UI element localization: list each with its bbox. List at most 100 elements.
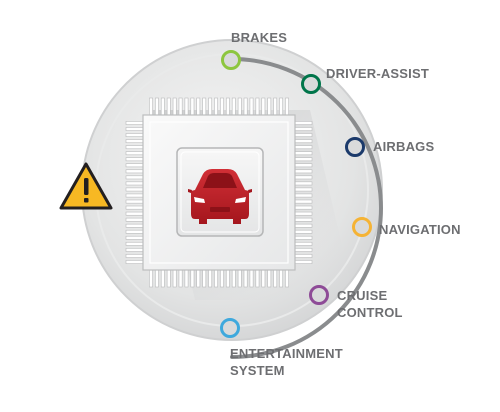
chip-pin: [202, 97, 207, 116]
chip-pin: [225, 97, 230, 116]
chip-pin: [294, 248, 313, 252]
chip-pin: [125, 223, 144, 228]
system-ring-arc: [230, 57, 383, 359]
chip-pin: [231, 269, 236, 288]
chip-pin: [294, 205, 313, 210]
chip-pin: [294, 217, 313, 222]
chip-pin: [294, 133, 313, 137]
chip-pin: [125, 175, 144, 180]
chip-pin: [125, 254, 144, 258]
chip-pin: [125, 163, 144, 168]
chip-pin: [294, 121, 313, 125]
chip-pin: [294, 139, 313, 144]
chip-pin: [125, 193, 144, 198]
chip-pin: [220, 97, 224, 116]
chip-pin: [294, 175, 313, 180]
chip-pin: [294, 169, 313, 174]
car-icon: [188, 169, 252, 224]
chip-pin: [208, 269, 213, 288]
chip-pin: [255, 269, 260, 288]
chip-pin: [267, 269, 272, 288]
chip-pin: [178, 97, 183, 116]
chip-pin: [184, 97, 189, 116]
brakes-label: BRAKES: [231, 30, 288, 45]
chip-pin: [160, 269, 165, 288]
chip-pin: [208, 97, 213, 116]
chip-pin: [261, 97, 266, 116]
chip-pin: [267, 97, 272, 116]
chip-pin: [294, 260, 313, 264]
chip-pin: [125, 133, 144, 137]
navigation-label: NAVIGATION: [379, 222, 461, 237]
driver-assist-label: DRIVER-ASSIST: [326, 66, 430, 81]
chip-pin: [249, 269, 254, 288]
brakes-node: [221, 50, 241, 70]
chip-pin: [125, 260, 144, 264]
chip-pin: [125, 181, 144, 186]
chip-pin: [214, 269, 218, 288]
cruise-control-label: CRUISE CONTROL: [337, 288, 403, 320]
warning-triangle-icon: [59, 162, 113, 210]
chip-pin: [273, 269, 278, 288]
chip-pin: [125, 169, 144, 174]
chip-pin: [294, 254, 313, 258]
chip-pin: [166, 97, 171, 116]
chip-pin: [125, 248, 144, 252]
driver-assist-node: [301, 74, 321, 94]
chip-pin: [279, 269, 283, 288]
chip-pin: [294, 157, 313, 162]
chip-pin: [125, 229, 144, 234]
chip-pin: [125, 145, 144, 150]
chip-pin: [220, 269, 224, 288]
chip-pin: [237, 269, 242, 288]
navigation-node: [352, 217, 372, 237]
chip-pin: [172, 269, 177, 288]
chip-pin: [149, 97, 153, 116]
chip-pin: [294, 163, 313, 168]
chip-pin: [273, 97, 278, 116]
chip-pin: [285, 269, 289, 288]
airbags-label: AIRBAGS: [373, 139, 435, 154]
chip-pin: [125, 127, 144, 131]
chip-pin: [160, 97, 165, 116]
cruise-control-node: [309, 285, 329, 305]
chip-pin: [249, 97, 254, 116]
airbags-node: [345, 137, 365, 157]
chip-pin: [294, 223, 313, 228]
chip-pin: [125, 205, 144, 210]
chip-pin: [294, 241, 313, 246]
chip-pin: [231, 97, 236, 116]
chip-pin: [294, 145, 313, 150]
entertainment-system-node: [220, 318, 240, 338]
chip-pin: [243, 97, 248, 116]
chip-pin: [196, 269, 201, 288]
chip-pin: [190, 269, 195, 288]
chip-pin: [155, 269, 159, 288]
chip-pin: [255, 97, 260, 116]
chip-pin: [155, 97, 159, 116]
entertainment-system-label: ENTERTAINMENT SYSTEM: [230, 346, 343, 378]
chip-pin: [149, 269, 153, 288]
chip-pin: [294, 181, 313, 186]
chip-pin: [125, 139, 144, 144]
chip-pin: [214, 97, 218, 116]
chip-pin: [243, 269, 248, 288]
chip-pin: [125, 151, 144, 156]
chip-pin: [166, 269, 171, 288]
chip-pin: [125, 211, 144, 216]
chip-pin: [294, 199, 313, 204]
chip-pin: [237, 97, 242, 116]
chip-pin: [125, 241, 144, 246]
chip-pin: [125, 121, 144, 125]
chip-pin: [294, 235, 313, 240]
chip-pin: [125, 217, 144, 222]
chip-pin: [125, 199, 144, 204]
chip-pin: [125, 187, 144, 192]
chip-pin: [125, 157, 144, 162]
chip-pin: [294, 229, 313, 234]
chip-pin: [184, 269, 189, 288]
chip-pin: [261, 269, 266, 288]
chip-pin: [279, 97, 283, 116]
chip-pin: [294, 211, 313, 216]
